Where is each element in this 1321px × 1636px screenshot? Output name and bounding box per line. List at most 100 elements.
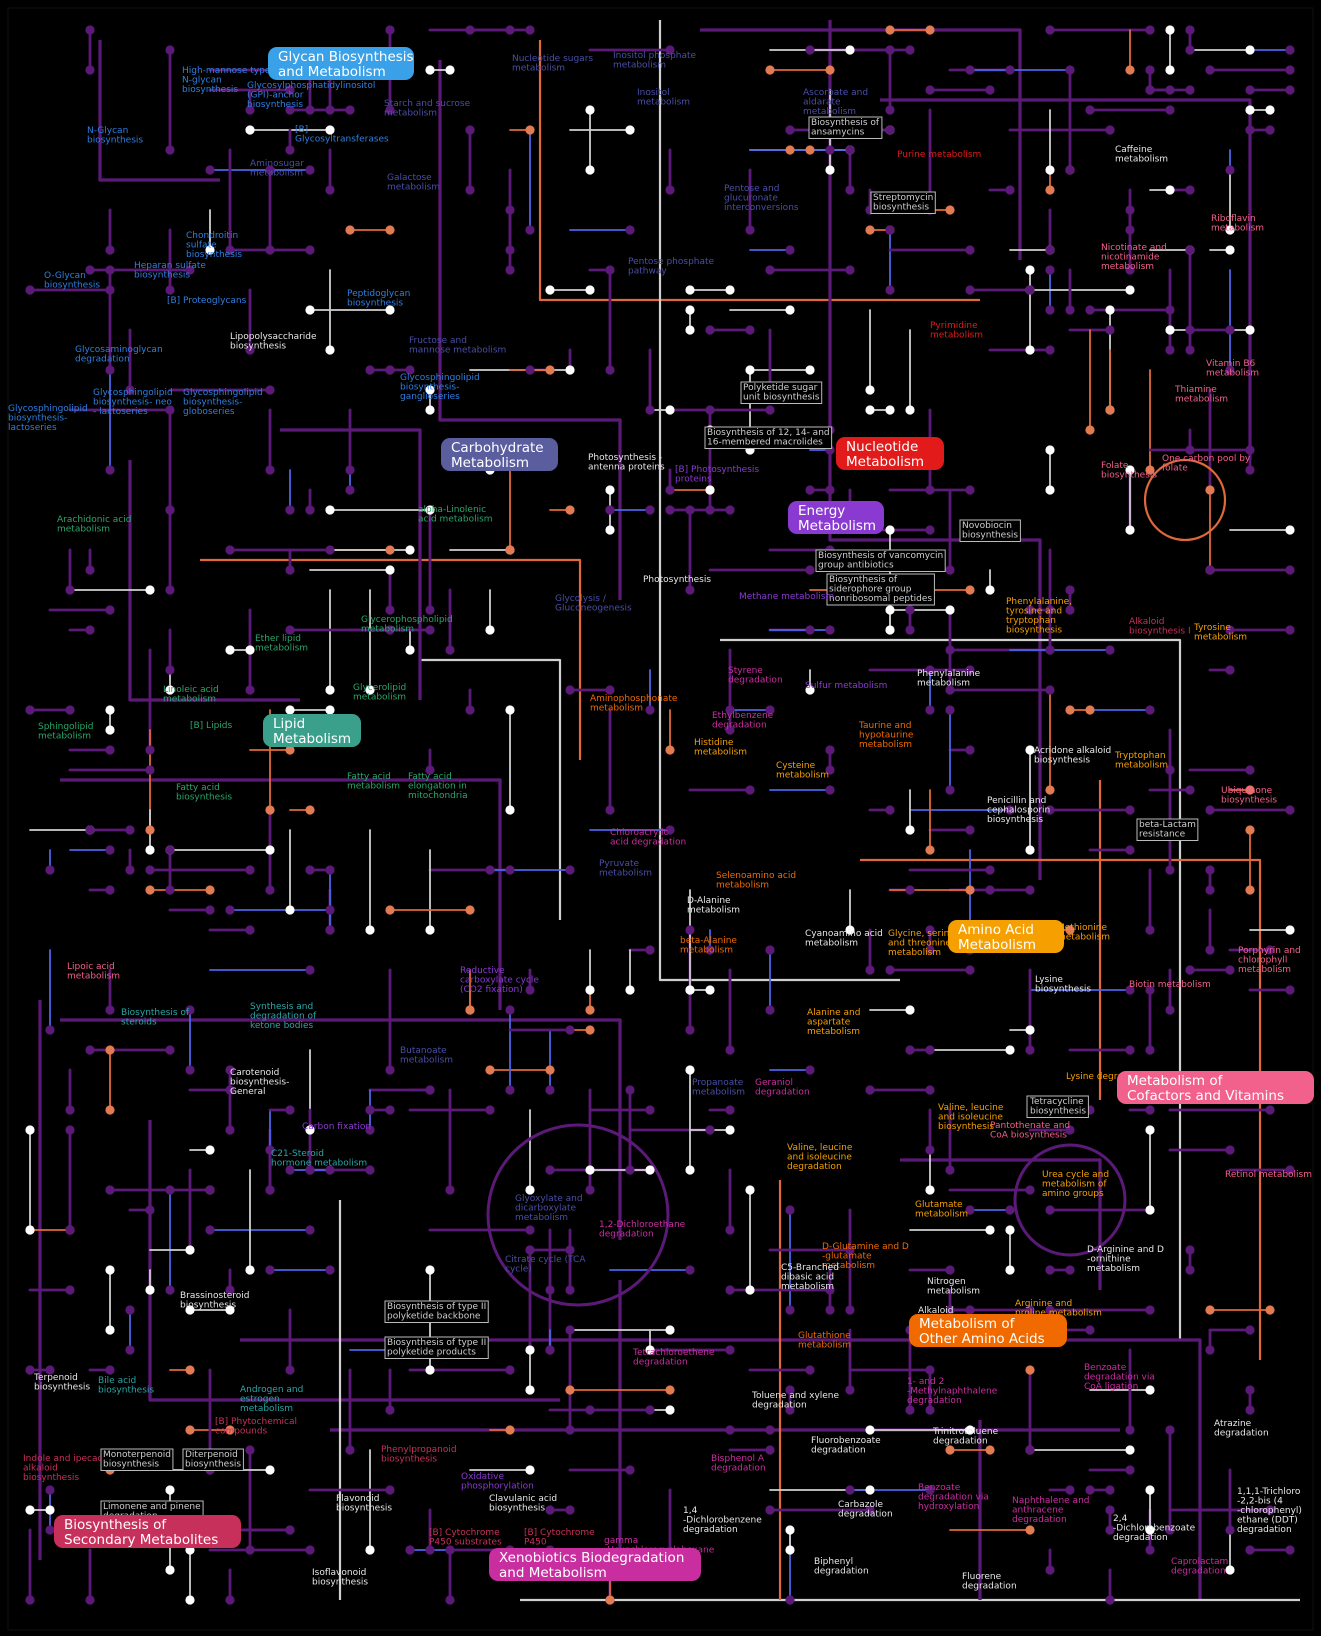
- compound-node[interactable]: [525, 985, 534, 994]
- compound-node[interactable]: [285, 505, 294, 514]
- compound-node[interactable]: [205, 905, 214, 914]
- compound-node[interactable]: [645, 505, 654, 514]
- compound-node[interactable]: [785, 1305, 794, 1314]
- compound-node[interactable]: [1025, 1185, 1034, 1194]
- compound-node[interactable]: [85, 825, 94, 834]
- compound-node[interactable]: [1085, 305, 1094, 314]
- compound-node[interactable]: [1185, 345, 1194, 354]
- compound-node[interactable]: [345, 465, 354, 474]
- compound-node[interactable]: [905, 605, 914, 614]
- compound-node[interactable]: [1165, 1425, 1174, 1434]
- compound-node[interactable]: [265, 385, 274, 394]
- compound-node[interactable]: [305, 505, 314, 514]
- compound-node[interactable]: [945, 705, 954, 714]
- compound-node[interactable]: [585, 285, 594, 294]
- compound-node[interactable]: [725, 1225, 734, 1234]
- compound-node[interactable]: [305, 865, 314, 874]
- compound-node[interactable]: [1225, 1145, 1234, 1154]
- compound-node[interactable]: [105, 605, 114, 614]
- compound-node[interactable]: [265, 1185, 274, 1194]
- compound-node[interactable]: [905, 1405, 914, 1414]
- compound-node[interactable]: [725, 1285, 734, 1294]
- compound-node[interactable]: [305, 165, 314, 174]
- compound-node[interactable]: [1125, 1445, 1134, 1454]
- compound-node[interactable]: [305, 965, 314, 974]
- pathway-label-ether-lipid[interactable]: Ether lipidmetabolism: [255, 634, 308, 654]
- compound-node[interactable]: [745, 1185, 754, 1194]
- pathway-label-pantothenate[interactable]: Pantothenate andCoA biosynthesis: [990, 1121, 1070, 1141]
- compound-node[interactable]: [745, 225, 754, 234]
- compound-node[interactable]: [465, 1005, 474, 1014]
- compound-node[interactable]: [1125, 1045, 1134, 1054]
- compound-node[interactable]: [445, 1595, 454, 1604]
- compound-node[interactable]: [565, 1325, 574, 1334]
- compound-node[interactable]: [1165, 1005, 1174, 1014]
- compound-node[interactable]: [925, 845, 934, 854]
- pathway-label-urea[interactable]: Urea cycle andmetabolism ofamino groups: [1042, 1170, 1109, 1199]
- compound-node[interactable]: [1245, 105, 1254, 114]
- compound-node[interactable]: [1025, 1045, 1034, 1054]
- compound-node[interactable]: [265, 465, 274, 474]
- compound-node[interactable]: [65, 705, 74, 714]
- compound-node[interactable]: [525, 1465, 534, 1474]
- compound-node[interactable]: [885, 805, 894, 814]
- compound-node[interactable]: [425, 925, 434, 934]
- compound-node[interactable]: [105, 885, 114, 894]
- pathway-label-isoflavonoid[interactable]: Isoflavonoidbiosynthesis: [312, 1568, 368, 1588]
- compound-node[interactable]: [45, 1485, 54, 1494]
- compound-node[interactable]: [1205, 1345, 1214, 1354]
- compound-node[interactable]: [445, 645, 454, 654]
- compound-node[interactable]: [1145, 1485, 1154, 1494]
- compound-node[interactable]: [385, 905, 394, 914]
- compound-node[interactable]: [785, 125, 794, 134]
- compound-node[interactable]: [385, 1485, 394, 1494]
- compound-node[interactable]: [805, 45, 814, 54]
- compound-node[interactable]: [1045, 485, 1054, 494]
- compound-node[interactable]: [105, 265, 114, 274]
- compound-node[interactable]: [1205, 1305, 1214, 1314]
- compound-node[interactable]: [1245, 885, 1254, 894]
- compound-node[interactable]: [1185, 45, 1194, 54]
- compound-node[interactable]: [565, 365, 574, 374]
- compound-node[interactable]: [645, 1105, 654, 1114]
- compound-node[interactable]: [685, 585, 694, 594]
- compound-node[interactable]: [1265, 1305, 1274, 1314]
- compound-node[interactable]: [925, 1145, 934, 1154]
- compound-node[interactable]: [885, 965, 894, 974]
- pathway-label-glutathione[interactable]: Glutathionemetabolism: [798, 1331, 851, 1351]
- compound-node[interactable]: [1045, 25, 1054, 34]
- compound-node[interactable]: [885, 285, 894, 294]
- compound-node[interactable]: [925, 1085, 934, 1094]
- compound-node[interactable]: [1145, 1045, 1154, 1054]
- compound-node[interactable]: [1245, 325, 1254, 334]
- compound-node[interactable]: [65, 585, 74, 594]
- compound-node[interactable]: [105, 845, 114, 854]
- pathway-label-pyrimidine[interactable]: Pyrimidinemetabolism: [930, 321, 983, 341]
- compound-node[interactable]: [1045, 1265, 1054, 1274]
- compound-node[interactable]: [305, 1225, 314, 1234]
- compound-node[interactable]: [1205, 65, 1214, 74]
- compound-node[interactable]: [1285, 925, 1294, 934]
- compound-node[interactable]: [605, 265, 614, 274]
- compound-node[interactable]: [1185, 325, 1194, 334]
- compound-node[interactable]: [925, 1405, 934, 1414]
- compound-node[interactable]: [1165, 25, 1174, 34]
- compound-node[interactable]: [25, 285, 34, 294]
- compound-node[interactable]: [885, 605, 894, 614]
- compound-node[interactable]: [625, 125, 634, 134]
- compound-node[interactable]: [685, 305, 694, 314]
- compound-node[interactable]: [825, 625, 834, 634]
- compound-node[interactable]: [185, 1365, 194, 1374]
- compound-node[interactable]: [1245, 85, 1254, 94]
- compound-node[interactable]: [505, 205, 514, 214]
- compound-node[interactable]: [965, 485, 974, 494]
- compound-node[interactable]: [905, 1005, 914, 1014]
- compound-node[interactable]: [825, 1305, 834, 1314]
- compound-node[interactable]: [1005, 1045, 1014, 1054]
- compound-node[interactable]: [765, 1505, 774, 1514]
- compound-node[interactable]: [705, 505, 714, 514]
- compound-node[interactable]: [405, 645, 414, 654]
- compound-node[interactable]: [845, 45, 854, 54]
- compound-node[interactable]: [145, 865, 154, 874]
- compound-node[interactable]: [145, 585, 154, 594]
